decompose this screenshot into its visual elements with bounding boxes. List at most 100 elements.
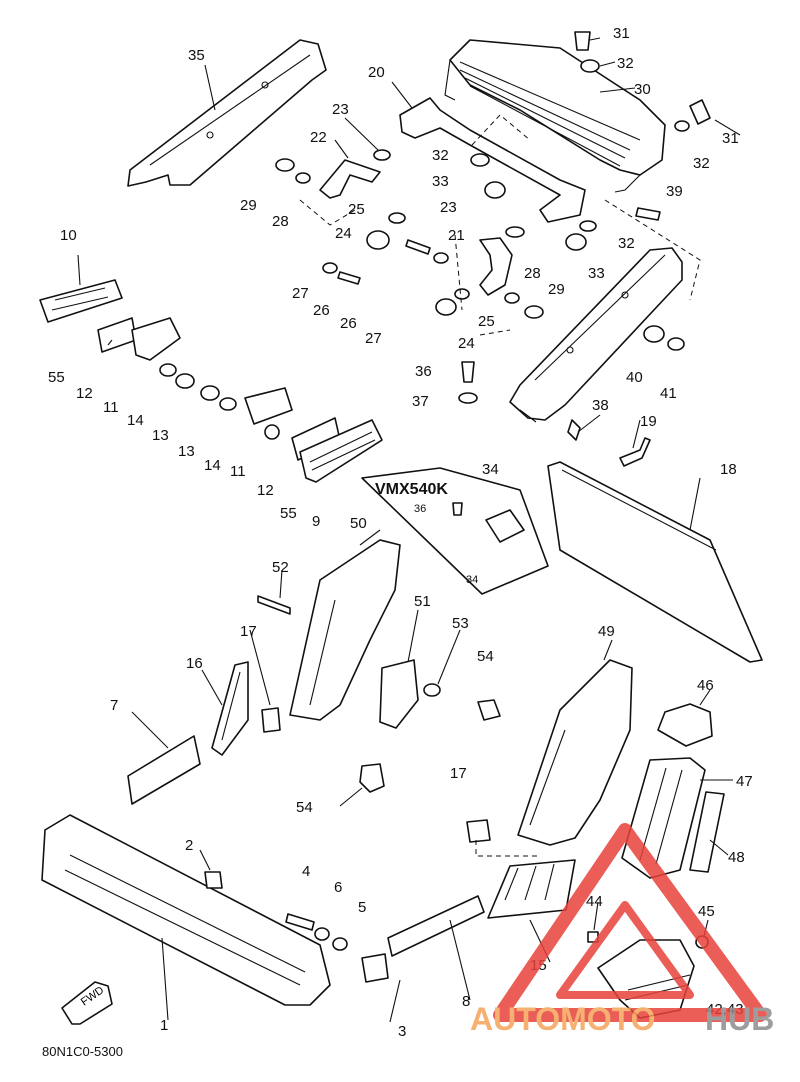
callout-36a: 36 bbox=[415, 363, 432, 380]
callout-27a: 27 bbox=[292, 285, 309, 302]
callout-51: 51 bbox=[414, 593, 431, 610]
callout-10: 10 bbox=[60, 227, 77, 244]
part-24-nut bbox=[366, 230, 390, 250]
callout-34b-inset: 34 bbox=[466, 574, 478, 586]
callout-29a: 29 bbox=[240, 197, 257, 214]
callout-4: 4 bbox=[302, 863, 310, 880]
callout-16: 16 bbox=[186, 655, 203, 672]
callout-34a-visible: 34 bbox=[482, 461, 499, 478]
figure-code: 80N1C0-5300 bbox=[42, 1044, 123, 1059]
callout-12a: 12 bbox=[76, 385, 93, 402]
part-28-washer-b bbox=[504, 292, 520, 304]
callout-22: 22 bbox=[310, 129, 327, 146]
part-41-washer bbox=[667, 337, 685, 351]
part-14-washer-a bbox=[159, 363, 177, 377]
part-25-washer-b bbox=[454, 288, 470, 300]
callout-14b: 14 bbox=[204, 457, 221, 474]
part-31-bolt-b bbox=[689, 99, 711, 125]
callout-13b: 13 bbox=[178, 443, 195, 460]
callout-24a: 24 bbox=[335, 225, 352, 242]
callout-3: 3 bbox=[398, 1023, 406, 1040]
part-26-bolt-b bbox=[337, 271, 361, 285]
part-23-washer-b bbox=[505, 226, 525, 238]
callout-41: 41 bbox=[660, 385, 677, 402]
callout-53: 53 bbox=[452, 615, 469, 632]
callout-7: 7 bbox=[110, 697, 118, 714]
part-35-rail bbox=[127, 39, 327, 187]
callout-31a: 31 bbox=[613, 25, 630, 42]
part-6-washer bbox=[314, 927, 330, 941]
part-27-washer-b bbox=[433, 252, 449, 264]
part-54-bolt-b bbox=[477, 699, 501, 721]
callout-8: 8 bbox=[462, 993, 470, 1010]
part-11-housing-b bbox=[244, 387, 293, 425]
inset-title: VMX540K bbox=[375, 481, 448, 498]
part-39-bolt bbox=[635, 207, 661, 221]
callout-38: 38 bbox=[592, 397, 609, 414]
part-34-rail bbox=[509, 247, 683, 421]
part-26-bolt bbox=[405, 239, 431, 255]
callout-55b: 55 bbox=[280, 505, 297, 522]
callout-32a: 32 bbox=[617, 55, 634, 72]
part-23-washer bbox=[373, 149, 391, 161]
part-12-gasket-a bbox=[97, 317, 137, 353]
callout-21: 21 bbox=[448, 227, 465, 244]
part-32-washer-a bbox=[470, 153, 490, 167]
callout-17a: 17 bbox=[240, 623, 257, 640]
fwd-arrow-icon: FWD bbox=[61, 981, 113, 1025]
part-29-nut-b bbox=[524, 305, 544, 319]
callout-2: 2 bbox=[185, 837, 193, 854]
part-11-housing-a bbox=[131, 317, 181, 361]
part-28-washer bbox=[295, 172, 311, 184]
callout-33b: 33 bbox=[588, 265, 605, 282]
callout-20: 20 bbox=[368, 64, 385, 81]
callout-54a: 54 bbox=[296, 799, 313, 816]
part-15-pad bbox=[487, 859, 576, 919]
callout-32c: 32 bbox=[432, 147, 449, 164]
callout-48: 48 bbox=[728, 849, 745, 866]
callout-23a: 23 bbox=[332, 101, 349, 118]
part-51-bracket bbox=[379, 659, 419, 729]
watermark-text-a: AUTOMOTO bbox=[470, 1001, 655, 1037]
part-5-nut bbox=[332, 937, 348, 951]
part-53-washer bbox=[423, 683, 441, 697]
callout-19-visible: 19 bbox=[640, 413, 657, 430]
part-22-bracket bbox=[319, 159, 381, 199]
callout-31b: 31 bbox=[722, 130, 739, 147]
watermark-logo: AUTOMOTO HUB bbox=[470, 823, 774, 1037]
callout-24b: 24 bbox=[458, 335, 475, 352]
part-7-reflector bbox=[127, 735, 201, 805]
part-25-washer bbox=[388, 212, 406, 224]
callout-30: 30 bbox=[634, 81, 651, 98]
part-33-nut-b bbox=[565, 233, 587, 251]
callout-12b: 12 bbox=[257, 482, 274, 499]
part-48-label bbox=[689, 791, 725, 873]
callout-25b: 25 bbox=[478, 313, 495, 330]
part-32-washer-c bbox=[580, 59, 600, 73]
part-40-nut bbox=[643, 325, 665, 343]
part-54-bolt-a bbox=[359, 763, 385, 793]
callout-50: 50 bbox=[350, 515, 367, 532]
callout-33a: 33 bbox=[432, 173, 449, 190]
callout-37: 37 bbox=[412, 393, 429, 410]
callout-28a: 28 bbox=[272, 213, 289, 230]
callout-29b: 29 bbox=[548, 281, 565, 298]
part-12-gasket-b bbox=[264, 424, 280, 440]
callout-26b: 26 bbox=[340, 315, 357, 332]
callout-13a: 13 bbox=[152, 427, 169, 444]
callout-26a: 26 bbox=[313, 302, 330, 319]
inset-part-34 bbox=[485, 509, 525, 543]
part-10-lens bbox=[39, 279, 123, 323]
part-32-washer-b bbox=[579, 220, 597, 232]
callout-55a: 55 bbox=[48, 369, 65, 386]
callout-23b: 23 bbox=[440, 199, 457, 216]
part-27-washer bbox=[322, 262, 338, 274]
part-13-nut-b bbox=[200, 385, 220, 401]
callout-17b: 17 bbox=[450, 765, 467, 782]
inset-panel bbox=[361, 467, 549, 595]
part-19-clip bbox=[619, 437, 651, 467]
watermark-inner-triangle-icon bbox=[556, 901, 694, 999]
callout-25a: 25 bbox=[348, 201, 365, 218]
part-52-bolt bbox=[257, 595, 291, 615]
callout-11b: 11 bbox=[230, 463, 246, 480]
